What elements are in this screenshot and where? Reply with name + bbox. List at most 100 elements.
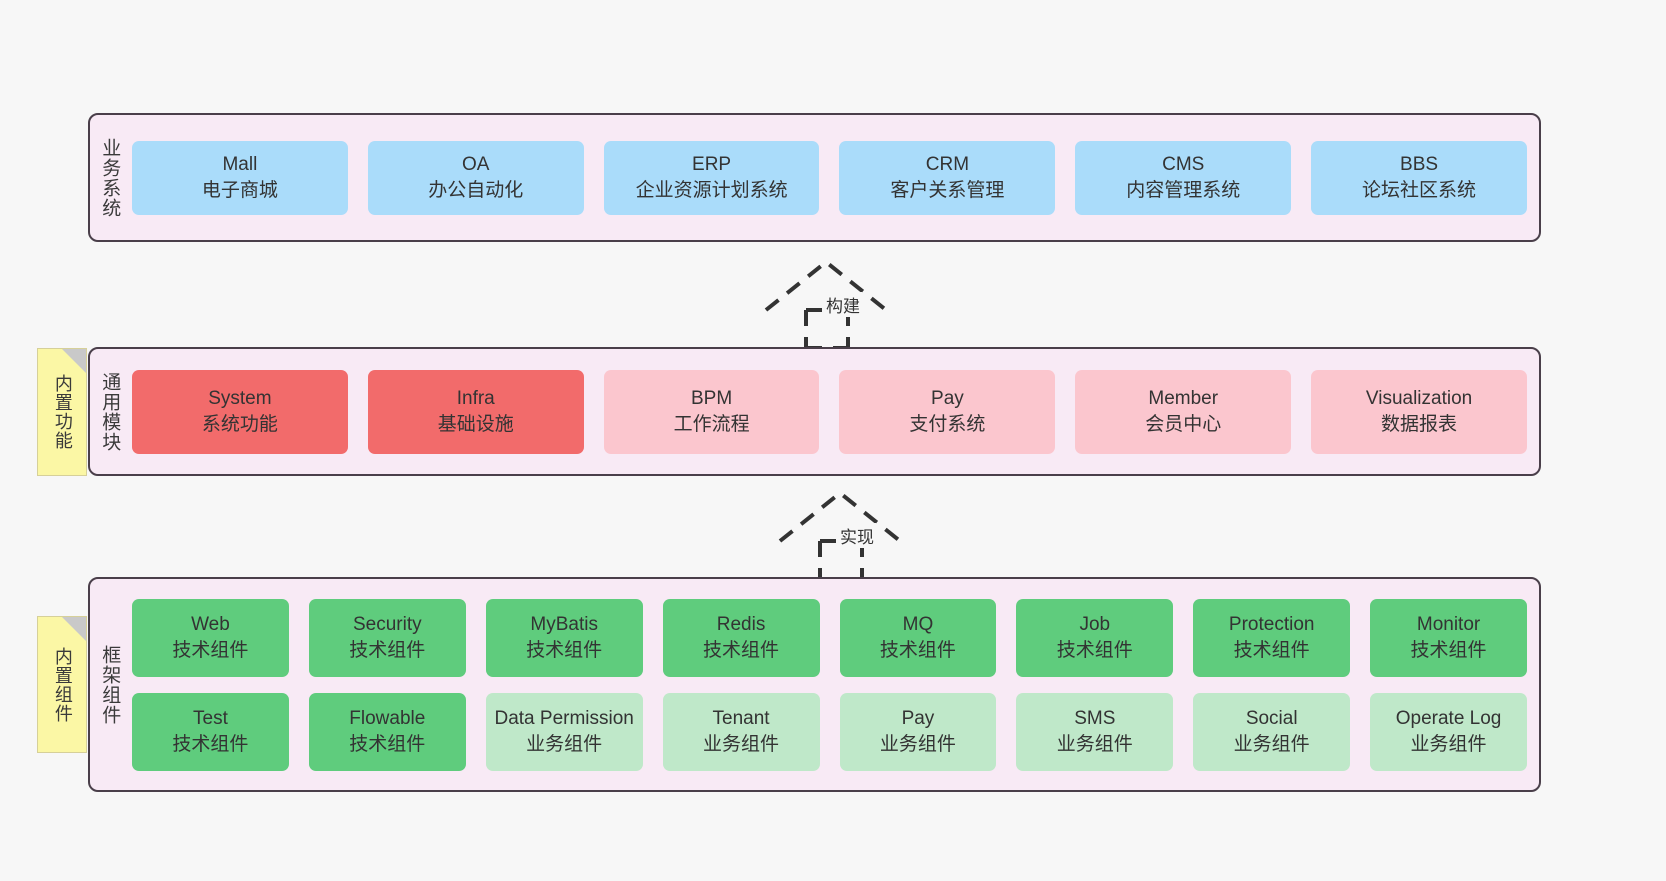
card-title: Mall [222,154,258,176]
card-subtitle: 业务组件 [879,733,956,755]
card-bpm[interactable]: BPM 工作流程 [603,369,820,454]
card-erp[interactable]: ERP 企业资源计划系统 [603,140,820,215]
card-test[interactable]: Test 技术组件 [132,692,289,771]
card-subtitle: 技术组件 [1410,639,1487,661]
folded-corner-icon [62,617,86,641]
card-title: CRM [925,154,970,176]
card-subtitle: 业务组件 [1233,733,1310,755]
folded-corner-icon [62,349,86,373]
card-title: CMS [1162,154,1205,176]
card-subtitle: 技术组件 [172,639,249,661]
card-title: MyBatis [530,614,598,636]
card-title: Infra [456,388,495,410]
card-data-permission[interactable]: Data Permission 业务组件 [485,692,643,771]
layer-framework-components: 框架组件 Web 技术组件 Security 技术组件 MyBatis 技术组件… [88,577,1541,792]
card-subtitle: 客户关系管理 [890,179,1005,201]
card-mall[interactable]: Mall 电子商城 [132,140,348,215]
card-protection[interactable]: Protection 技术组件 [1193,598,1351,677]
card-cms[interactable]: CMS 内容管理系统 [1075,140,1292,215]
card-title: ERP [692,154,732,176]
card-row-technical: Web 技术组件 Security 技术组件 MyBatis 技术组件 Redi… [132,598,1527,677]
card-subtitle: 论坛社区系统 [1362,179,1477,201]
card-bbs[interactable]: BBS 论坛社区系统 [1311,140,1527,215]
card-title: Security [352,614,422,636]
card-title: Test [193,708,228,730]
card-web[interactable]: Web 技术组件 [132,598,289,677]
card-tenant[interactable]: Tenant 业务组件 [662,692,820,771]
layer-framework-components-label: 框架组件 [99,644,121,725]
card-subtitle: 企业资源计划系统 [635,179,788,201]
note-label: 内置功能 [52,374,73,450]
card-visualization[interactable]: Visualization 数据报表 [1311,369,1527,454]
card-subtitle: 内容管理系统 [1126,179,1241,201]
card-job[interactable]: Job 技术组件 [1016,598,1174,677]
card-title: Web [191,614,230,636]
card-subtitle: 技术组件 [349,733,426,755]
layer-business-system: 业务系统 Mall 电子商城 OA 办公自动化 ERP 企业资源计划系统 CRM… [88,113,1541,242]
note-label: 内置组件 [52,646,73,723]
note-builtin-functions: 内置功能 [37,348,87,476]
card-title: System [208,388,272,410]
card-subtitle: 会员中心 [1145,413,1222,435]
card-oa[interactable]: OA 办公自动化 [367,140,584,215]
layer-business-system-label: 业务系统 [99,137,121,218]
card-title: BPM [690,388,733,410]
card-sms[interactable]: SMS 业务组件 [1016,692,1174,771]
layer-business-system-cards: Mall 电子商城 OA 办公自动化 ERP 企业资源计划系统 CRM 客户关系… [128,115,1539,240]
card-title: Data Permission [494,708,634,730]
card-system[interactable]: System 系统功能 [132,369,348,454]
layer-common-modules: 通用模块 System 系统功能 Infra 基础设施 BPM 工作流程 Pay… [88,347,1541,476]
card-subtitle: 业务组件 [526,733,603,755]
card-subtitle: 技术组件 [879,639,956,661]
card-title: MQ [902,614,934,636]
card-subtitle: 业务组件 [703,733,780,755]
card-title: Social [1245,708,1298,730]
card-mybatis[interactable]: MyBatis 技术组件 [485,598,643,677]
connector-implement-label: 实现 [838,523,876,548]
card-title: Operate Log [1395,708,1502,730]
card-subtitle: 支付系统 [909,413,986,435]
card-title: OA [462,154,490,176]
card-subtitle: 数据报表 [1381,413,1458,435]
card-title: Job [1079,614,1111,636]
card-title: Monitor [1416,614,1481,636]
card-crm[interactable]: CRM 客户关系管理 [839,140,1056,215]
card-redis[interactable]: Redis 技术组件 [662,598,820,677]
connector-build: 构建 [762,258,922,350]
card-security[interactable]: Security 技术组件 [308,598,466,677]
card-subtitle: 技术组件 [172,733,249,755]
card-infra[interactable]: Infra 基础设施 [367,369,584,454]
card-title: Pay [901,708,935,730]
layer-framework-components-cards: Web 技术组件 Security 技术组件 MyBatis 技术组件 Redi… [128,579,1539,790]
card-title: Pay [931,388,964,410]
card-member[interactable]: Member 会员中心 [1075,369,1292,454]
card-title: SMS [1074,708,1116,730]
card-title: BBS [1400,154,1439,176]
card-subtitle: 电子商城 [201,179,278,201]
layer-common-modules-label: 通用模块 [99,371,121,452]
card-mq[interactable]: MQ 技术组件 [839,598,997,677]
card-social[interactable]: Social 业务组件 [1193,692,1351,771]
card-subtitle: 基础设施 [437,413,514,435]
card-flowable[interactable]: Flowable 技术组件 [308,692,466,771]
connector-build-label: 构建 [824,292,862,317]
card-subtitle: 技术组件 [349,639,426,661]
layer-common-modules-cards: System 系统功能 Infra 基础设施 BPM 工作流程 Pay 支付系统… [128,349,1539,474]
card-title: Protection [1228,614,1315,636]
card-subtitle: 业务组件 [1410,733,1487,755]
card-subtitle: 技术组件 [703,639,780,661]
card-subtitle: 技术组件 [1233,639,1310,661]
card-operate-log[interactable]: Operate Log 业务组件 [1370,692,1527,771]
card-pay[interactable]: Pay 支付系统 [839,369,1056,454]
connector-implement: 实现 [776,489,936,581]
card-pay-business[interactable]: Pay 业务组件 [839,692,997,771]
card-subtitle: 系统功能 [201,413,278,435]
card-monitor[interactable]: Monitor 技术组件 [1370,598,1527,677]
card-subtitle: 办公自动化 [428,179,524,201]
note-builtin-components: 内置组件 [37,616,87,753]
card-subtitle: 技术组件 [1056,639,1133,661]
card-title: Flowable [349,708,426,730]
card-subtitle: 技术组件 [526,639,603,661]
card-title: Tenant [712,708,770,730]
card-row: Mall 电子商城 OA 办公自动化 ERP 企业资源计划系统 CRM 客户关系… [132,140,1527,215]
